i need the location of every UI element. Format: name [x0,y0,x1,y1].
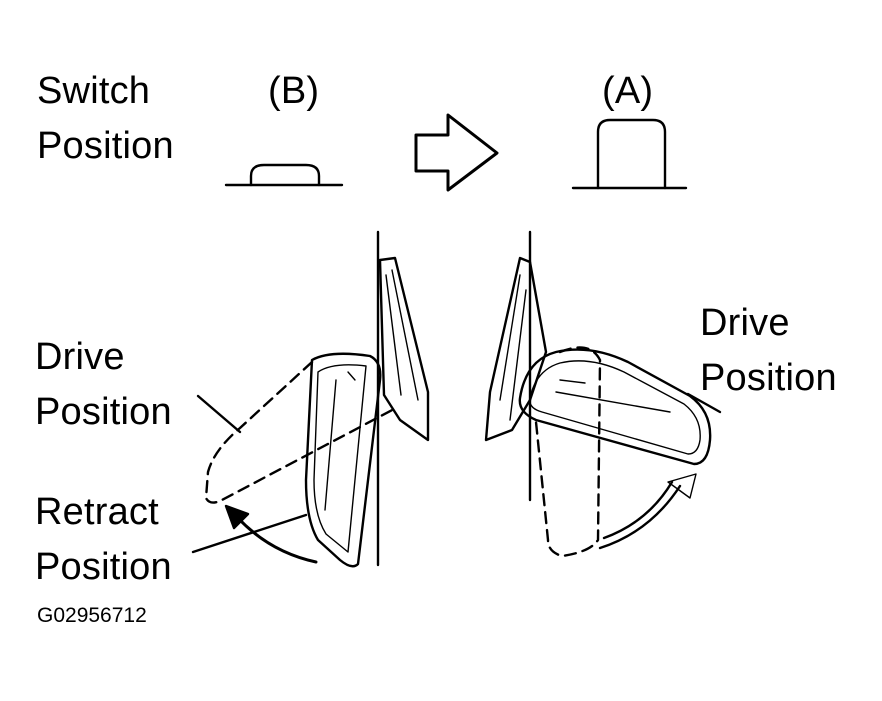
switch-position-label: Switch Position [37,64,174,174]
retract-line2: Position [35,546,172,588]
left-drive-line1: Drive [35,336,125,378]
retract-line1: Retract [35,491,159,533]
right-drive-line2: Position [700,357,837,399]
switch-position-line1: Switch [37,70,151,112]
right-arrow-icon [414,113,499,192]
right-mirror-icon [484,230,722,558]
left-drive-position-label: Drive Position [35,330,172,440]
left-drive-line2: Position [35,391,172,433]
switch-b-icon [224,163,344,187]
right-drive-line1: Drive [700,302,790,344]
left-mirror-icon [191,230,430,568]
switch-a-label: (A) [602,70,654,112]
right-drive-position-label: Drive Position [700,296,837,406]
figure-code: G02956712 [37,604,147,627]
switch-a-icon [571,118,688,190]
switch-b-label: (B) [268,70,320,112]
retract-position-label: Retract Position [35,485,172,595]
switch-position-line2: Position [37,125,174,167]
